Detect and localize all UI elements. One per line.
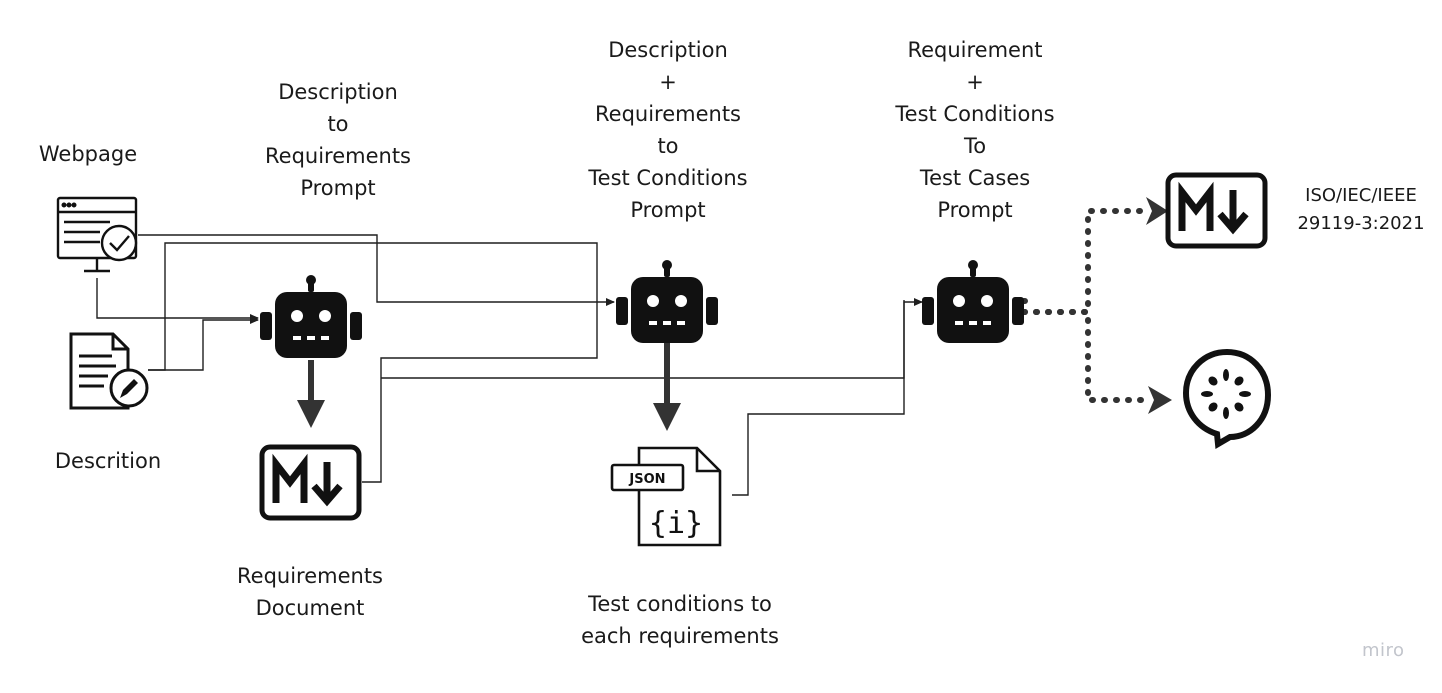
label-webpage: Webpage bbox=[38, 142, 138, 166]
prompt3-line: + bbox=[966, 70, 984, 94]
prompt3-line: Requirement bbox=[907, 38, 1043, 62]
prompt3-line: Test Cases bbox=[919, 166, 1031, 190]
label-test-conditions: Test conditions to each requirements bbox=[560, 588, 800, 652]
prompt1-line: to bbox=[327, 112, 349, 136]
label-prompt-3: Requirement + Test Conditions To Test Ca… bbox=[865, 34, 1085, 226]
label-description-input: Descrition bbox=[54, 449, 162, 473]
markdown-output-icon bbox=[1165, 172, 1268, 249]
prompt2-line: Test Conditions bbox=[588, 166, 748, 190]
reqdoc-line: Requirements bbox=[237, 564, 383, 588]
prompt2-line: to bbox=[657, 134, 679, 158]
arrowhead-cucumber bbox=[1148, 386, 1172, 414]
prompt1-line: Requirements bbox=[265, 144, 411, 168]
dotted-arrows bbox=[1021, 208, 1155, 403]
miro-watermark: miro bbox=[1362, 640, 1405, 661]
label-prompt-1: Description to Requirements Prompt bbox=[238, 76, 438, 204]
json-tag-label: JSON bbox=[628, 472, 665, 487]
markdown-icon bbox=[259, 444, 362, 521]
prompt2-line: + bbox=[659, 70, 677, 94]
webpage-icon bbox=[56, 196, 138, 273]
label-requirements-document: Requirements Document bbox=[210, 560, 410, 624]
arrowhead-markdown bbox=[1146, 197, 1168, 225]
label-prompt-2: Description + Requirements to Test Condi… bbox=[558, 34, 778, 226]
connector-desc-to-robot2 bbox=[148, 242, 598, 483]
prompt3-line: Prompt bbox=[937, 198, 1013, 222]
thick-arrows bbox=[297, 343, 681, 431]
reqdoc-line: Document bbox=[255, 596, 365, 620]
standard-line: ISO/IEC/IEEE bbox=[1305, 185, 1417, 206]
robot-icon bbox=[260, 275, 362, 358]
prompt3-line: Test Conditions bbox=[895, 102, 1055, 126]
dotted-arrow-to-markdown bbox=[1021, 208, 1151, 315]
connectors bbox=[96, 234, 923, 496]
dotted-arrowheads bbox=[1146, 197, 1172, 414]
document-edit-icon bbox=[69, 332, 149, 410]
connector-json-to-robot3 bbox=[732, 300, 905, 496]
robot-icon bbox=[922, 260, 1024, 343]
prompt1-line: Prompt bbox=[300, 176, 376, 200]
prompt3-line: To bbox=[963, 134, 987, 158]
testcond-line: Test conditions to bbox=[588, 592, 772, 616]
dotted-arrow-to-cucumber bbox=[1021, 309, 1155, 403]
connector-webpage-to-robot2 bbox=[138, 234, 615, 306]
prompt2-line: Description bbox=[608, 38, 728, 62]
label-standard: ISO/IEC/IEEE 29119-3:2021 bbox=[1291, 182, 1431, 238]
cucumber-icon bbox=[1182, 348, 1272, 449]
standard-line: 29119-3:2021 bbox=[1297, 213, 1425, 234]
prompt1-line: Description bbox=[278, 80, 398, 104]
prompt2-line: Prompt bbox=[630, 198, 706, 222]
testcond-line: each requirements bbox=[581, 624, 779, 648]
json-file-icon: JSON {i} bbox=[610, 446, 722, 547]
json-glyph: {i} bbox=[649, 506, 703, 541]
robot-icon bbox=[616, 260, 718, 343]
connector-webpage-to-robot1 bbox=[96, 278, 259, 322]
prompt2-line: Requirements bbox=[595, 102, 741, 126]
connector-desc-to-robot1 bbox=[148, 316, 259, 371]
